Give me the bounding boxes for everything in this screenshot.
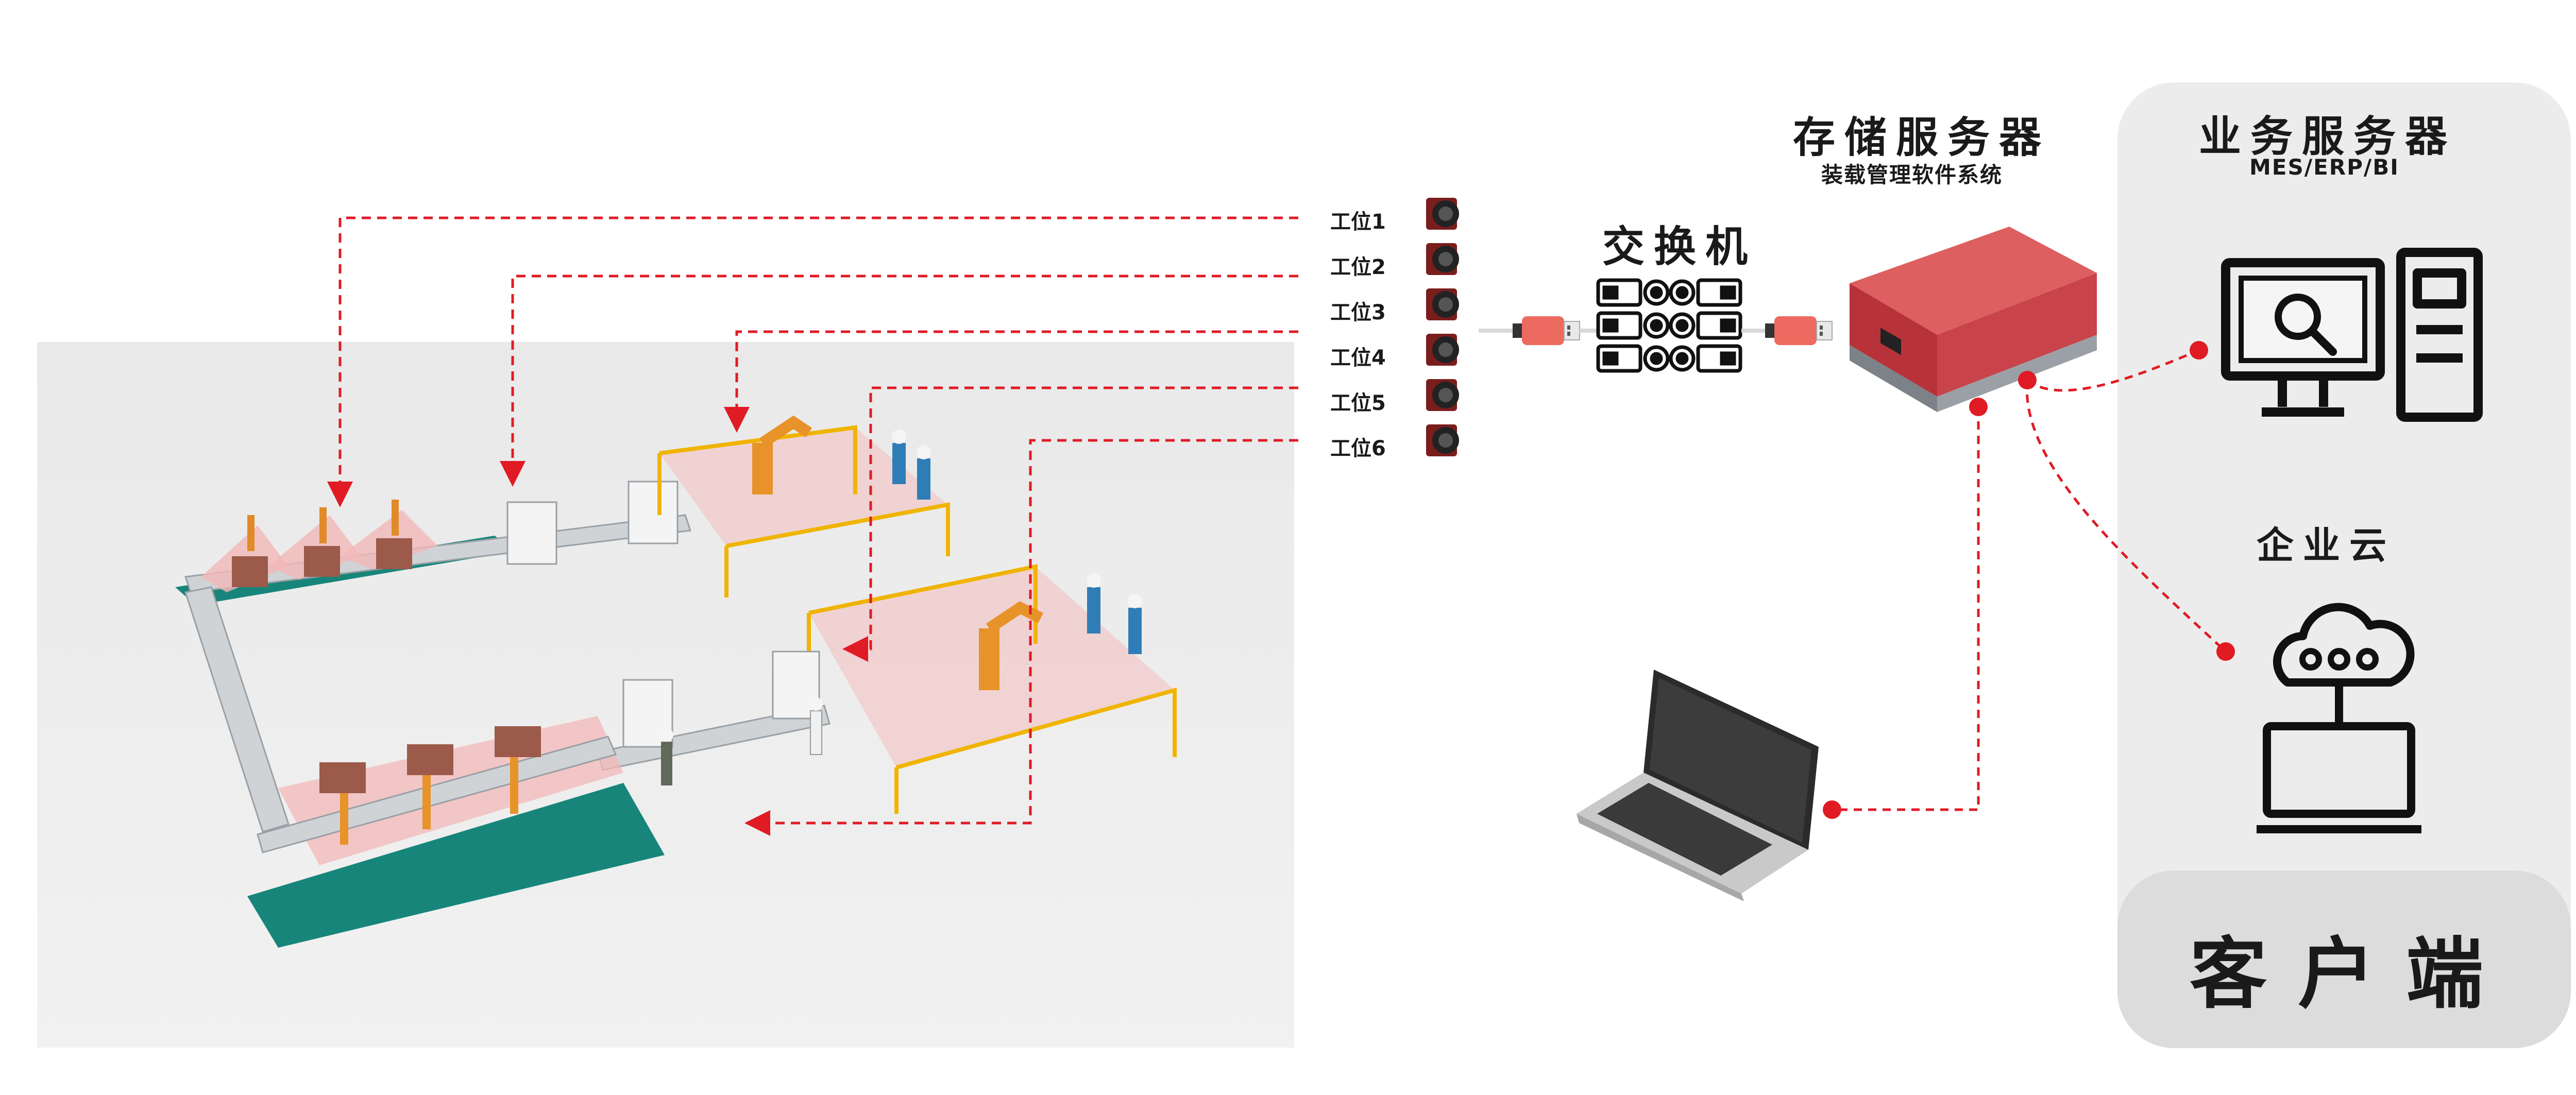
business-server-subtitle: MES/ERP/BI [2249,155,2399,180]
storage-server-icon [1850,227,2097,412]
station-label-4: 工位4 [1330,346,1386,370]
station-connections [327,216,1298,836]
client-block [2117,870,2571,1048]
cloud-icon [2257,603,2421,833]
ethernet-connector-icon [1513,316,1580,345]
switch-block [1479,278,1833,373]
upper-cells [201,500,438,592]
enterprise-cloud-title: 企业云 [2257,524,2396,567]
workers-middle [660,697,823,785]
lower-left-robots [319,726,541,845]
station-label-5: 工位5 [1330,391,1386,415]
industrial-camera-icon [1426,243,1459,275]
control-cabinet-1 [506,501,557,565]
storage-server-subtitle: 装载管理软件系统 [1821,162,2003,187]
desktop-computer-icon [2221,248,2483,422]
client-title: 客户端 [2190,930,2515,1019]
left-conveyor [184,586,290,833]
industrial-camera-icon [1426,198,1459,230]
workers-upper [892,430,931,500]
robot-cell-lower [807,564,1177,814]
industrial-camera-icon [1426,424,1459,456]
station-label-6: 工位6 [1330,437,1386,460]
factory-scene [37,216,1298,1048]
industrial-camera-icon [1426,334,1459,366]
workers-lower [1087,573,1142,654]
switch-title: 交换机 [1602,223,1757,271]
station-label-1: 工位1 [1330,210,1386,234]
industrial-camera-icon [1426,288,1459,320]
station-cameras [1426,198,1459,456]
network-switch-icon [1596,278,1742,373]
control-cabinet-2 [628,481,679,544]
laptop-icon [1577,670,1819,901]
station-label-3: 工位3 [1330,301,1386,324]
ethernet-connector-icon [1765,316,1833,345]
business-server-title: 业务服务器 [2199,112,2457,161]
station-label-2: 工位2 [1330,255,1386,279]
industrial-camera-icon [1426,379,1459,411]
storage-server-title: 存储服务器 [1793,113,2051,162]
teal-platform-lower [247,783,665,948]
robot-cell-upper [657,415,950,597]
